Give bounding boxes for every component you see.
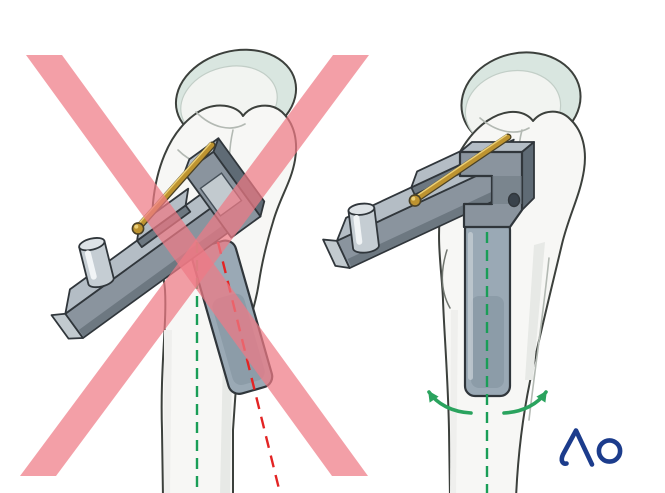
right-panel-correct: [322, 51, 586, 493]
guide-clamp-right: [458, 141, 535, 229]
ao-logo: [559, 428, 623, 467]
bone-contour-line: [528, 257, 550, 421]
logo-letter-a: [559, 428, 595, 467]
tuberosity-contour: [441, 249, 451, 309]
guide-wire-right: [408, 133, 512, 207]
wire-end-ball: [408, 194, 422, 207]
logo-letter-o: [596, 438, 623, 464]
guide-peg: [346, 201, 381, 255]
prohibition-cross-icon: [20, 55, 369, 476]
bone-contour-line: [479, 117, 530, 133]
clamp-side-face: [521, 141, 535, 211]
bone-contour-line: [195, 111, 246, 129]
shaft-shading: [164, 330, 172, 493]
wire-end-ball: [131, 222, 145, 235]
rotation-arrows-icon: [427, 390, 548, 415]
clamp-sleeve-hole: [507, 192, 521, 208]
shaft-shading: [525, 242, 545, 380]
shaft-shading: [450, 310, 458, 493]
left-panel-incorrect: [20, 48, 369, 493]
plate-edge-highlight: [468, 232, 473, 380]
humerus-right: [438, 51, 586, 493]
